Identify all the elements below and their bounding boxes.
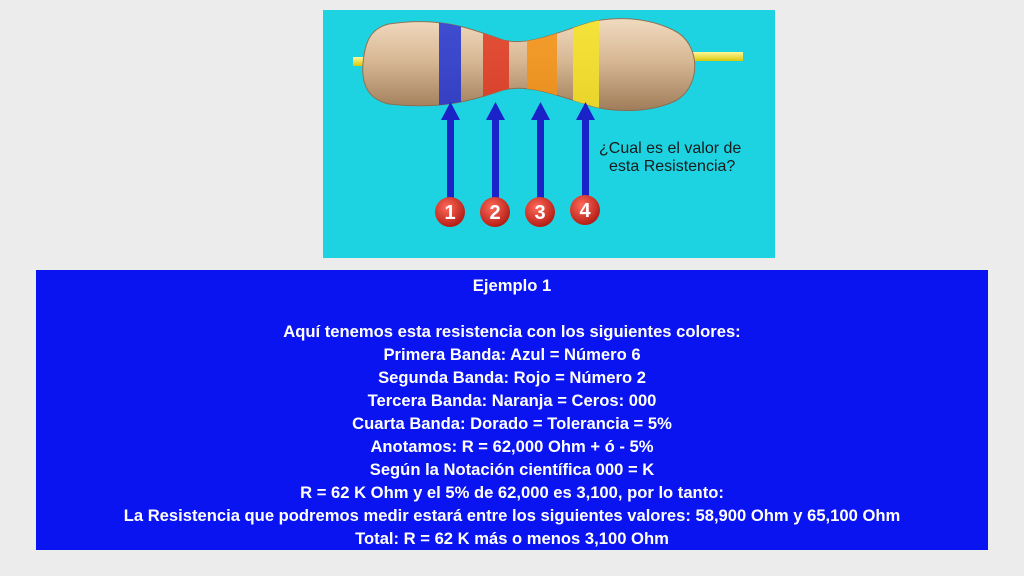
question-line-1: ¿Cual es el valor de [599, 140, 741, 157]
example-panel: Ejemplo 1 Aquí tenemos esta resistencia … [36, 270, 988, 550]
question-line-2: esta Resistencia? [609, 158, 735, 175]
marker-4: 4 [570, 195, 600, 225]
marker-2: 2 [480, 197, 510, 227]
panel-line-intro: Aquí tenemos esta resistencia con los si… [283, 322, 741, 341]
svg-text:4: 4 [579, 200, 591, 222]
arrow-4 [576, 102, 595, 208]
arrow-3 [531, 102, 550, 208]
panel-line-notation: Anotamos: R = 62,000 Ohm + ó - 5% [370, 437, 654, 456]
marker-1: 1 [435, 197, 465, 227]
panel-line-calculation: R = 62 K Ohm y el 5% de 62,000 es 3,100,… [300, 483, 724, 502]
panel-line-band-1: Primera Banda: Azul = Número 6 [383, 345, 641, 364]
svg-text:2: 2 [489, 202, 500, 224]
svg-text:3: 3 [534, 202, 545, 224]
arrow-1 [441, 102, 460, 208]
panel-line-total: Total: R = 62 K más o menos 3,100 Ohm [355, 529, 669, 548]
panel-title: Ejemplo 1 [472, 276, 552, 295]
panel-line-band-3: Tercera Banda: Naranja = Ceros: 000 [367, 391, 657, 410]
resistor-illustration: 1 2 3 4 ¿Cual es el valor de esta Resist… [323, 10, 775, 258]
panel-line-band-2: Segunda Banda: Rojo = Número 2 [378, 368, 646, 387]
svg-text:1: 1 [444, 202, 455, 224]
panel-line-range: La Resistencia que podremos medir estará… [123, 506, 901, 525]
arrow-2 [486, 102, 505, 208]
panel-spacer [36, 297, 988, 320]
panel-line-scientific: Según la Notación científica 000 = K [369, 460, 655, 479]
marker-3: 3 [525, 197, 555, 227]
panel-line-band-4: Cuarta Banda: Dorado = Tolerancia = 5% [352, 414, 672, 433]
resistor-lead-right [683, 52, 743, 61]
